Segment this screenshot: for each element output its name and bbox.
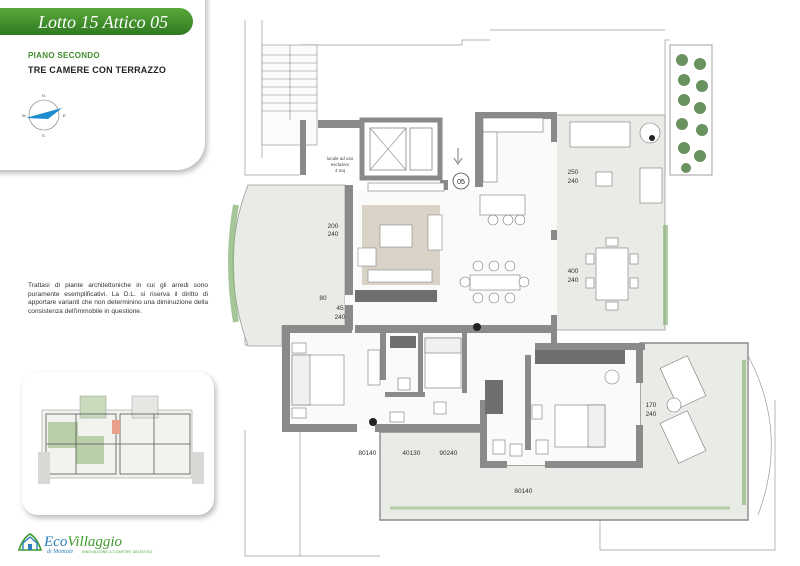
walls — [282, 112, 645, 468]
elevator-core — [359, 117, 443, 181]
dining-table — [459, 260, 530, 304]
storage-label-3: 4 mq — [335, 168, 346, 173]
title-bar — [0, 8, 193, 35]
opening-dimensions: 200 240 250 240 400 240 45 240 80 170 24… — [319, 169, 656, 495]
dim-kitchen-w: 250 — [568, 169, 579, 176]
left-terrace — [232, 184, 346, 347]
kitchen — [479, 117, 544, 226]
master-bedroom — [554, 404, 606, 448]
tv-unit — [367, 182, 445, 192]
dim-bottom-2-h: 130 — [410, 450, 421, 457]
compass-n: N — [42, 93, 45, 98]
storage-label-1: locale ad uso — [327, 156, 354, 161]
dim-small-1-w: 45 — [336, 305, 344, 312]
dim-living-left-h: 240 — [328, 231, 339, 238]
dim-bedroom-right-h: 240 — [646, 411, 657, 418]
compass-w: W — [22, 113, 26, 118]
dim-bottom-4-w: 80 — [514, 488, 522, 495]
dim-bottom-3-h: 240 — [447, 450, 458, 457]
dim-small-1-h: 240 — [335, 314, 346, 321]
dim-bottom-1-h: 140 — [366, 450, 377, 457]
stairwell — [261, 44, 318, 146]
indoor-plants — [369, 135, 655, 426]
unit-number-badge — [452, 172, 470, 190]
logo-text: EcoVillaggio — [44, 534, 122, 551]
logo-tagline: INNOVAZIONE & COMFORT ABITATIVO — [82, 550, 153, 554]
floor-label: PIANO SECONDO — [28, 51, 100, 60]
bedroom-2 — [424, 337, 462, 389]
entrance-arrow-icon — [453, 148, 463, 165]
unit-number: 05 — [457, 179, 465, 186]
logo-subtitle: di Montale — [47, 549, 74, 555]
dim-bottom-4-h: 140 — [522, 488, 533, 495]
apartment-type: TRE CAMERE CON TERRAZZO — [28, 65, 167, 75]
lot-title: Lotto 15 Attico 05 — [38, 12, 169, 32]
dim-bedroom-right-w: 170 — [646, 402, 657, 409]
dim-bottom-1-w: 80 — [358, 450, 366, 457]
logo-text-villaggio: Villaggio — [67, 534, 123, 550]
dim-kitchen-h: 240 — [568, 178, 579, 185]
side-chair — [357, 247, 377, 267]
terrace-furniture — [569, 121, 707, 464]
armchair — [427, 214, 443, 251]
logo-text-eco: Eco — [44, 534, 68, 550]
storage-label-2: esclusivo — [331, 162, 350, 167]
ecovillaggio-logo-icon — [17, 533, 43, 551]
dim-living-right-h: 240 — [568, 277, 579, 284]
wardrobes — [355, 290, 625, 414]
dim-small-2: 80 — [319, 295, 327, 302]
planter-plants — [676, 54, 708, 173]
compass-s: S — [42, 133, 45, 138]
compass-e: E — [63, 113, 66, 118]
bedroom-1 — [291, 342, 345, 419]
key-plan-thumbnail — [38, 395, 204, 484]
context-outline — [244, 20, 776, 557]
bathrooms — [367, 349, 549, 457]
dim-bottom-2-w: 40 — [402, 450, 410, 457]
dim-living-left-w: 200 — [328, 223, 339, 230]
disclaimer-note: Trattasi di piante architettoniche in cu… — [28, 282, 208, 315]
sofa — [367, 269, 433, 283]
dim-living-right-w: 400 — [568, 268, 579, 275]
coffee-table — [379, 224, 413, 248]
dim-bottom-3-w: 90 — [439, 450, 447, 457]
compass-icon: N S E W — [22, 93, 66, 138]
